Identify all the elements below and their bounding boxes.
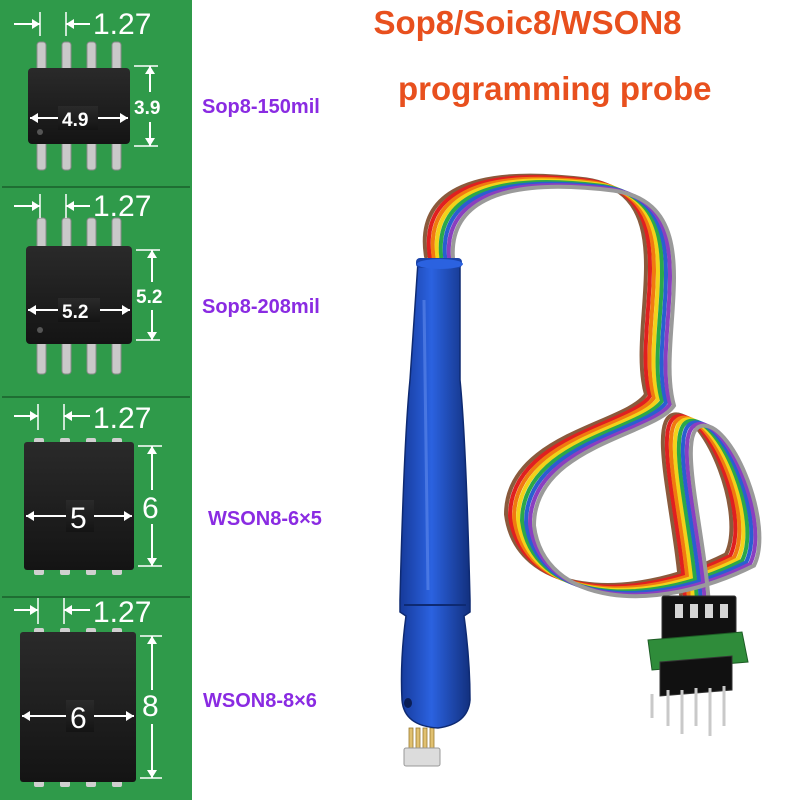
ribbon-cable	[422, 173, 762, 608]
package-label-sop8-208: Sop8-208mil	[202, 296, 320, 318]
pitch-label: 1.27	[93, 190, 151, 223]
width-label: 6	[70, 702, 87, 735]
height-label: 6	[142, 492, 159, 525]
height-label: 5.2	[136, 287, 162, 308]
ribbon-wire	[442, 181, 754, 605]
pitch-label: 1.27	[93, 8, 151, 41]
ribbon-wire	[446, 183, 758, 606]
pitch-label: 1.27	[93, 402, 151, 435]
ribbon-wire	[450, 184, 762, 608]
height-label: 3.9	[134, 98, 160, 119]
adapter-board	[647, 595, 749, 736]
pitch-label: 1.27	[93, 596, 151, 629]
package-label-wson8-8x6: WSON8-8×6	[203, 690, 317, 712]
title-line-1: Sop8/Soic8/WSON8	[373, 4, 682, 41]
chip-wson8-8x6: 1.27 6 8	[14, 596, 166, 787]
height-label: 8	[142, 690, 159, 723]
chip-sop8-150mil: 1.27 4.9 3.9	[14, 8, 167, 171]
package-label-sop8-150: Sop8-150mil	[202, 96, 320, 118]
width-label: 4.9	[62, 110, 88, 131]
package-label-wson8-6x5: WSON8-6×5	[208, 508, 322, 530]
chip-wson8-6x5: 1.27 5 6	[14, 402, 166, 575]
probe-pen	[399, 258, 471, 767]
title-line-2: programming probe	[398, 70, 712, 107]
width-label: 5	[70, 502, 87, 535]
width-label: 5.2	[62, 302, 88, 323]
chip-sop8-208mil: 1.27 5.2 5.2	[14, 190, 170, 375]
